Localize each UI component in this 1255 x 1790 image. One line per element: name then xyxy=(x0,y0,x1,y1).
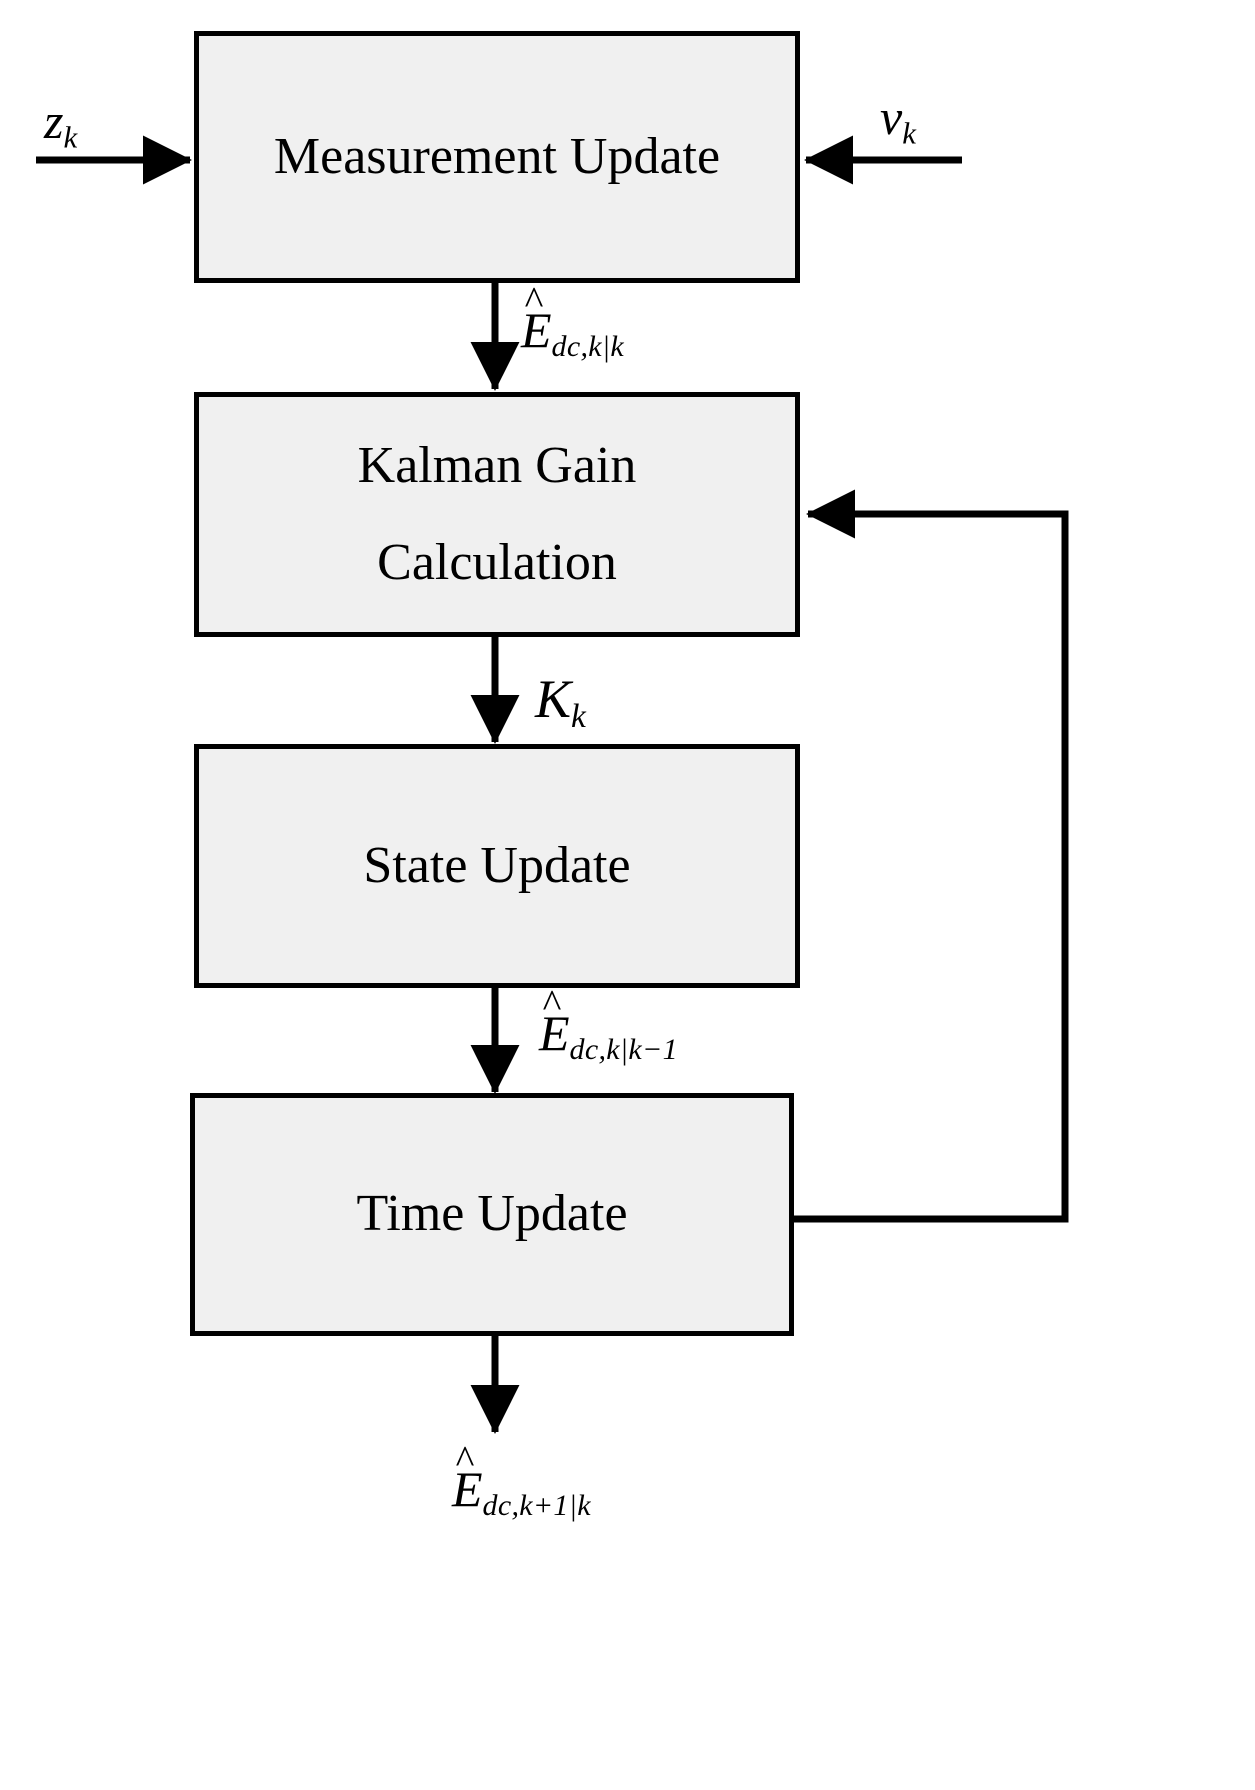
label-input-z: zk xyxy=(44,96,78,152)
label-estimate-k-given-k-subscript: dc,k|k xyxy=(551,330,625,363)
label-kalman-gain-k-symbol: K xyxy=(535,669,572,729)
block-state-update-label: State Update xyxy=(363,836,631,894)
label-kalman-gain-k: Kk xyxy=(535,672,586,734)
label-estimate-k-plus-1-given-k-subscript: dc,k+1|k xyxy=(482,1489,591,1522)
block-time-update[interactable]: Time Update xyxy=(190,1093,794,1336)
label-estimate-k-plus-1-given-k: ^Edc,k+1|k xyxy=(452,1437,591,1522)
label-input-z-symbol: z xyxy=(44,93,64,149)
hat-accent-icon: ^ xyxy=(455,1437,475,1482)
block-kalman-gain-label-line1: Kalman Gain xyxy=(357,437,637,495)
label-estimate-k-given-k-minus-1-symbol: ^E xyxy=(539,981,570,1061)
label-kalman-gain-k-subscript: k xyxy=(571,698,587,736)
hat-accent-icon: ^ xyxy=(542,981,562,1026)
block-state-update[interactable]: State Update xyxy=(194,744,800,988)
label-input-v: vk xyxy=(880,92,916,148)
arrow-time-update-feedback-to-kalman-gain xyxy=(791,489,1069,1223)
block-measurement-update-label: Measurement Update xyxy=(273,127,721,185)
block-kalman-gain-label-line2: Calculation xyxy=(377,533,617,591)
label-estimate-k-given-k-symbol: ^E xyxy=(521,278,552,358)
label-input-v-symbol: v xyxy=(880,89,903,145)
hat-accent-icon: ^ xyxy=(524,278,544,323)
block-kalman-gain-calculation[interactable]: Kalman Gain Calculation xyxy=(194,392,800,637)
label-estimate-k-given-k: ^Edc,k|k xyxy=(521,278,625,363)
block-measurement-update[interactable]: Measurement Update xyxy=(194,31,800,283)
label-estimate-k-given-k-minus-1-subscript: dc,k|k−1 xyxy=(569,1033,678,1066)
label-input-z-subscript: k xyxy=(63,119,78,155)
block-time-update-label: Time Update xyxy=(356,1185,628,1243)
label-estimate-k-given-k-minus-1: ^Edc,k|k−1 xyxy=(539,981,678,1066)
label-estimate-k-plus-1-given-k-symbol: ^E xyxy=(452,1437,483,1517)
label-input-v-subscript: k xyxy=(902,115,917,151)
